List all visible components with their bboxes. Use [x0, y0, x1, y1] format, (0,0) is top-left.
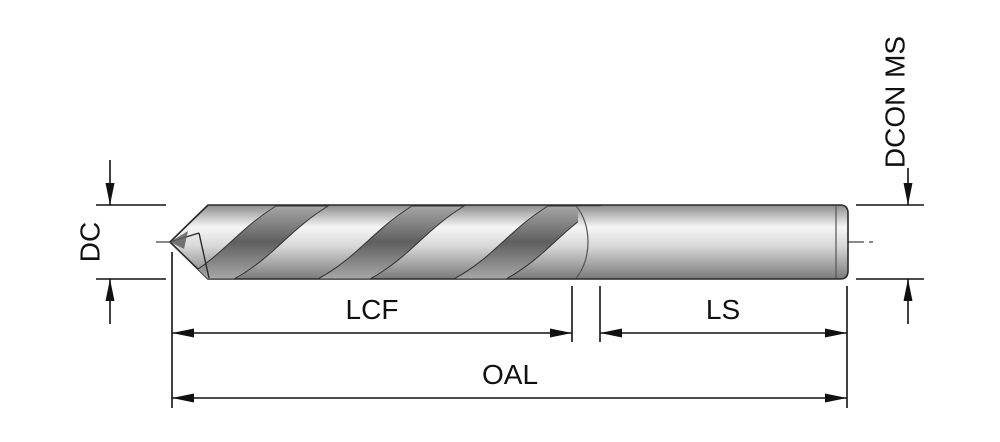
drill-body	[169, 204, 849, 280]
flute-band	[453, 205, 602, 279]
flutes	[181, 205, 844, 279]
label-oal: OAL	[482, 359, 538, 390]
label-lcf: LCF	[346, 294, 399, 325]
shank	[578, 206, 844, 278]
label-dcon-ms: DCON MS	[880, 36, 911, 168]
dimension-lines	[96, 160, 924, 408]
flute-band	[181, 205, 330, 279]
label-ls: LS	[706, 294, 740, 325]
tip-chisel-edge	[170, 231, 188, 249]
flute-runout-curve	[575, 205, 589, 279]
flute-band	[317, 205, 466, 279]
point-facet-edge	[198, 232, 210, 279]
label-dc: DC	[75, 222, 106, 262]
drill-point	[169, 231, 210, 279]
